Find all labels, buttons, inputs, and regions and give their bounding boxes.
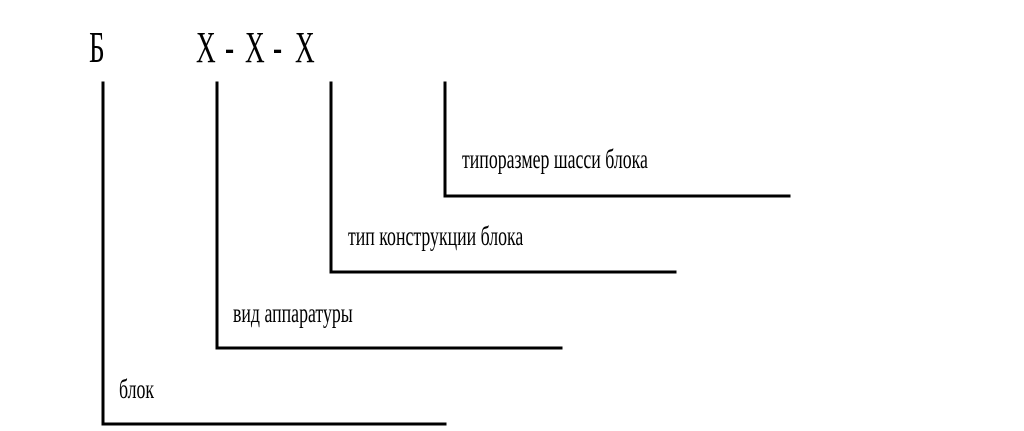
leader-line-block [101,81,447,426]
code-part-3: X [295,22,315,71]
code-part-2: X [245,22,265,71]
code-part-1: X [196,22,216,71]
label-block: блок [119,374,155,404]
label-equipment-type: вид аппаратуры [233,298,353,328]
leader-labels: типоразмер шасси блока тип конструкции б… [119,144,648,404]
label-chassis-size: типоразмер шасси блока [462,144,648,174]
leader-line-design-type [329,81,677,274]
code-prefix: Б [89,22,105,71]
leader-lines [101,81,791,426]
leader-line-chassis-size [443,81,791,198]
leader-line-equipment-type [215,81,563,350]
code-separator-1: - [225,22,234,71]
designation-code: Б X - X - X [89,22,315,71]
code-separator-2: - [273,22,282,71]
label-design-type: тип конструкции блока [348,221,523,251]
